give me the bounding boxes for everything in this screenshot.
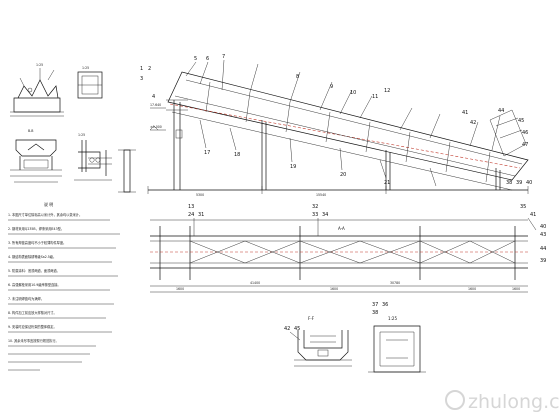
callout: 38 [372, 310, 378, 316]
callout: 38 [506, 180, 512, 186]
section-b: 1:25 37 36 38 [368, 302, 426, 373]
callout: 18 [234, 152, 240, 158]
callout: 45 [518, 118, 524, 124]
note-line: 4. 钢结构表面除锈等级Sa2.5级。 [8, 254, 56, 259]
detail-mid-middle: 1:25 [74, 133, 112, 181]
detail-top-left: 1:25 [10, 63, 64, 117]
svg-text:1:25: 1:25 [36, 63, 43, 67]
main-elevation: 5300 15540 1 2 3 4 5 6 [140, 54, 532, 197]
callout: 21 [384, 180, 390, 186]
callout: 41 [462, 110, 468, 116]
callout: 44 [540, 246, 546, 252]
callout: 3 [140, 76, 143, 82]
callout: 43 [540, 232, 546, 238]
svg-text:1:25: 1:25 [78, 133, 85, 137]
plan-dim-6: 1600 [512, 287, 520, 291]
svg-text:1:25: 1:25 [82, 66, 89, 70]
plan-dim-3: 1600 [176, 287, 184, 291]
elevation-callouts: 1 2 3 4 5 6 7 8 9 10 11 12 41 42 44 45 4… [140, 54, 532, 186]
callout: 4 [152, 94, 155, 100]
note-line: 5. 防腐涂料：底漆两道，面漆两道。 [8, 268, 60, 273]
plan-dim-2: 30780 [390, 281, 400, 285]
note-line: 7. 未注明焊缝均为满焊。 [8, 296, 44, 301]
callout: 39 [516, 180, 522, 186]
callout: 8 [296, 74, 299, 80]
callout: 32 [312, 204, 318, 210]
section-a: F-F 42 45 [284, 316, 352, 367]
callout: 33 [312, 212, 318, 218]
callout: 2 [148, 66, 151, 72]
callout: 19 [290, 164, 296, 170]
plan-dim-4: 1600 [330, 287, 338, 291]
callout: 13 [188, 204, 194, 210]
note-line: 3. 所有焊缝高度均不小于较薄构件厚度。 [8, 240, 66, 245]
callout: 20 [340, 172, 346, 178]
dim-bottom-1: 5300 [196, 193, 204, 197]
callout: 47 [522, 142, 528, 148]
detail-top-middle: 1:25 [77, 66, 103, 99]
callout: 11 [372, 94, 378, 100]
callout: 40 [526, 180, 532, 186]
dim-bottom-2: 15540 [316, 193, 326, 197]
note-line: 6. 高强螺栓采用10.9级摩擦型连接。 [8, 282, 61, 287]
callout: 42 [470, 120, 476, 126]
section-a-title: F-F [308, 316, 315, 321]
callout: 7 [222, 54, 225, 60]
plan-dim-5: 1600 [468, 287, 476, 291]
note-line: 9. 安装时应保证桁架的整体稳定。 [8, 324, 57, 329]
callout: 6 [206, 56, 209, 62]
callout: 12 [384, 88, 390, 94]
callout: 37 [372, 302, 378, 308]
callout: 31 [198, 212, 204, 218]
callout: 35 [520, 204, 526, 210]
callout: 44 [498, 108, 504, 114]
level-label-top: 17.640 [150, 103, 161, 107]
callout: 24 [188, 212, 194, 218]
note-line: 2. 钢材采用Q235B，焊条采用E43型。 [8, 226, 64, 231]
callout: 1 [140, 66, 143, 72]
callout: 45 [294, 326, 300, 332]
plan-dim-1: 41400 [250, 281, 260, 285]
watermark: zhulong.com [445, 390, 560, 413]
plan-callouts: 13 24 31 32 33 34 35 41 40 43 44 39 [188, 204, 546, 264]
detail-2-title: B-B [28, 129, 33, 133]
callout: 39 [540, 258, 546, 264]
detail-mid-left: B-B [10, 129, 62, 183]
callout: 36 [382, 302, 388, 308]
watermark-text: zhulong.com [468, 391, 560, 413]
callout: 10 [350, 90, 356, 96]
note-line: 8. 构件加工前应放大样核对尺寸。 [8, 310, 57, 315]
plan-title: A-A [338, 226, 345, 231]
callout: 9 [330, 84, 333, 90]
callout: 40 [540, 224, 546, 230]
notes-heading: 说 明 [44, 201, 53, 207]
level-label-ground: ±0.000 [150, 125, 162, 129]
callout: 46 [522, 130, 528, 136]
callout: 5 [194, 56, 197, 62]
callout: 41 [530, 212, 536, 218]
note-line: 1. 本图尺寸单位除标高以米计外，其余均以毫米计。 [8, 212, 82, 217]
callout: 34 [322, 212, 328, 218]
callout: 42 [284, 326, 290, 332]
plan-view: 41400 30780 1600 1600 1600 1600 A-A 13 2… [150, 204, 546, 293]
notes-block: 说 明 1. 本图尺寸单位除标高以米计外，其余均以毫米计。 2. 钢材采用Q23… [8, 201, 120, 371]
detail-right-small [118, 149, 136, 193]
section-b-title: 1:25 [388, 316, 397, 321]
note-line: 10. 其余未尽事宜按现行规范执行。 [8, 338, 59, 343]
callout: 17 [204, 150, 210, 156]
